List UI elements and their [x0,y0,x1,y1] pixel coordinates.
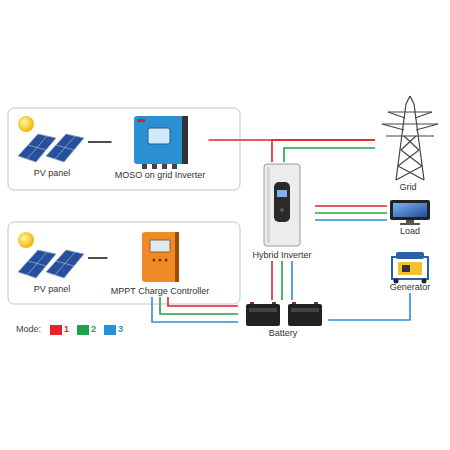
wire [88,257,108,259]
device-label: Grid [375,182,441,193]
power-line [88,142,112,143]
wire [168,297,238,306]
pylon-icon [382,96,438,180]
device-label: PV panel [16,284,88,295]
legend-swatch [50,325,62,335]
device-node: Load [387,200,433,237]
controller-icon [142,232,179,282]
legend-swatch [77,325,89,335]
device-label: MOSO on grid Inverter [112,170,209,181]
device-label-text: MOSO on grid Inverter [115,170,206,181]
monitor-icon [390,200,430,225]
device-node: Grid [375,96,441,193]
wire [328,293,410,320]
group-panel [8,108,240,190]
wire [291,261,293,300]
device-node: Generator [387,250,434,293]
sun-icon [18,232,34,248]
legend-text: 1 [64,324,69,335]
sun-icon [18,116,34,132]
device-label-text: Hybrid Inverter [252,250,311,261]
legend-item: 3 [104,324,123,335]
device-label: PV panel [16,168,88,179]
device-label-text: MPPT Charge Controller [111,286,209,297]
device-label-text: PV panel [34,284,71,295]
legend-item: 2 [77,324,96,335]
mode-label: Mode: [16,324,41,334]
device-label: MPPT Charge Controller [108,286,213,297]
device-label-text: Grid [399,182,416,193]
device-label-text: PV panel [34,168,71,179]
wire [284,148,375,162]
legend-item: 1 [50,324,69,335]
device-label: Generator [387,282,434,293]
wire [160,297,238,314]
legend-text: 2 [91,324,96,335]
pv-panel-icon [18,250,84,278]
wire [152,297,238,322]
group-panel [8,222,240,304]
device-label-text: Battery [269,328,298,339]
wire [281,261,283,300]
wire [88,141,112,143]
device-node: PV panel [16,232,88,295]
power-line [315,206,387,220]
device-label: Load [387,226,433,237]
power-line [88,258,108,259]
legend-text: 3 [118,324,123,335]
power-line [272,140,375,162]
device-node: Hybrid Inverter [249,162,315,261]
device-node: MPPT Charge Controller [108,230,213,297]
battery-icon [246,302,322,326]
wire [315,205,387,207]
wire [271,261,273,300]
device-node: MOSO on grid Inverter [112,114,209,181]
inverter-icon [134,116,188,169]
device-label-text: Generator [390,282,431,293]
device-label-text: Load [400,226,420,237]
generator-icon [392,252,428,284]
hybrid-inverter-icon [264,164,300,246]
device-node: Battery [238,300,328,339]
device-node: PV panel [16,116,88,179]
wire [272,140,375,162]
device-label: Hybrid Inverter [249,250,315,261]
power-line [152,297,238,322]
power-line [328,293,410,320]
power-line [272,261,292,300]
pv-panel-icon [18,134,84,162]
legend-swatch [104,325,116,335]
wire [315,212,387,214]
device-label: Battery [238,328,328,339]
wire [315,219,387,221]
